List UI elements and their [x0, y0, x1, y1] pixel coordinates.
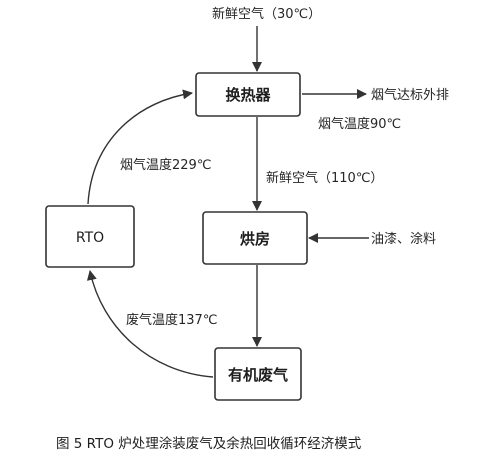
- flue-gas-exhaust-temp-label: 烟气温度90℃: [318, 116, 401, 132]
- paint-input-label: 油漆、涂料: [371, 231, 436, 247]
- heat-exchanger-label: 换热器: [225, 86, 271, 104]
- organic-waste-gas-box: 有机废气: [214, 347, 302, 401]
- organic-waste-gas-label: 有机废气: [228, 366, 288, 384]
- rto-to-exchanger-curve: [87, 89, 193, 205]
- drying-room-box: 烘房: [202, 211, 308, 265]
- drying-room-label: 烘房: [240, 230, 270, 248]
- figure-caption: 图 5 RTO 炉处理涂装废气及余热回收循环经济模式: [56, 435, 362, 452]
- rto-box: RTO: [45, 205, 135, 268]
- fresh-air-heated-label: 新鲜空气（110℃）: [266, 170, 383, 186]
- fresh-air-inlet-label: 新鲜空气（30℃）: [212, 6, 321, 22]
- heat-exchanger-box: 换热器: [195, 72, 301, 117]
- flue-gas-rto-temp-label: 烟气温度229℃: [120, 157, 211, 173]
- waste-gas-temp-label: 废气温度137℃: [126, 312, 217, 328]
- rto-label: RTO: [76, 230, 104, 246]
- flue-gas-exhaust-label: 烟气达标外排: [371, 87, 449, 103]
- waste-to-rto-curve: [86, 270, 214, 378]
